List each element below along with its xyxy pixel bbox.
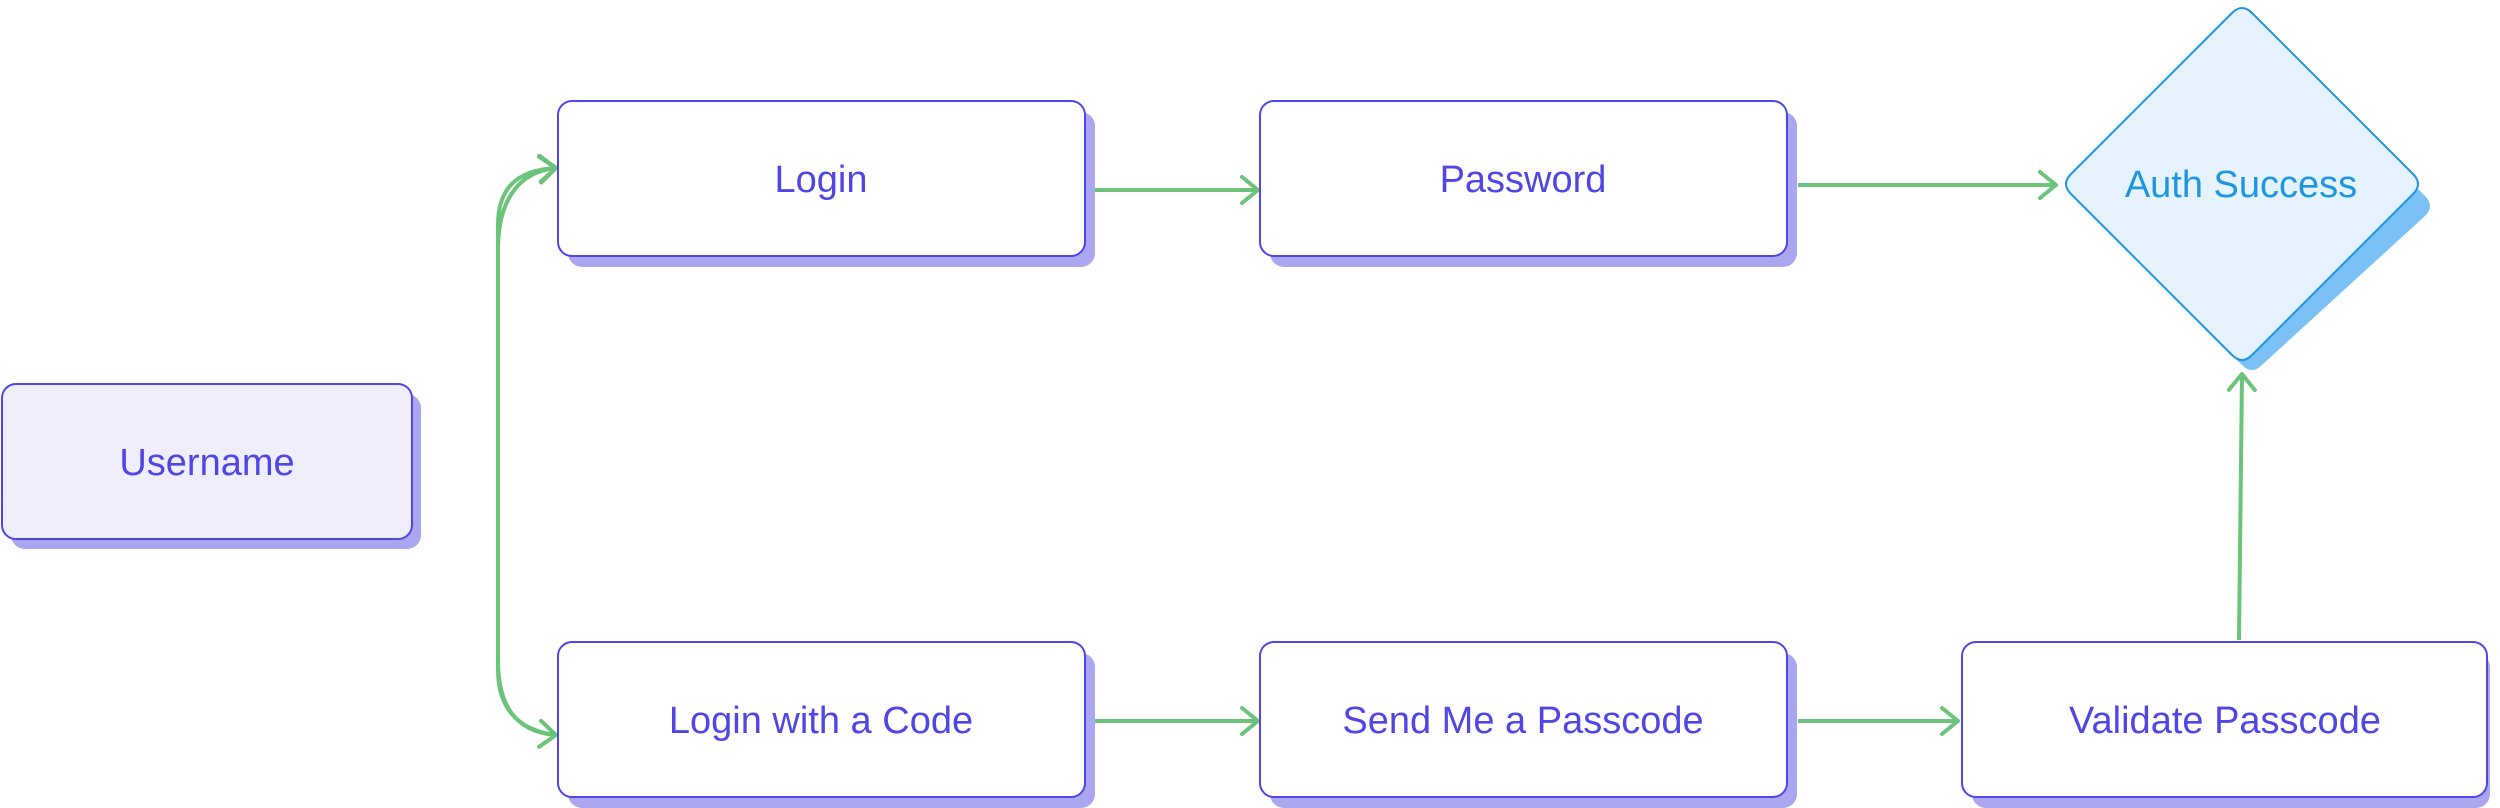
node-validate-passcode: Validate Passcode xyxy=(1961,641,2490,808)
edge-username-login-code-lower xyxy=(496,659,558,749)
node-validate-passcode-label: Validate Passcode xyxy=(2069,700,2381,742)
node-login: Login xyxy=(557,100,1095,267)
node-auth-success: Auth Success xyxy=(2065,7,2430,370)
node-password-label: Password xyxy=(1440,159,1607,201)
edges xyxy=(496,153,2257,749)
node-login-label: Login xyxy=(775,159,868,201)
edge-username-login-code xyxy=(496,153,558,737)
node-username-label: Username xyxy=(119,442,294,484)
edge-username-login xyxy=(496,154,558,251)
node-username: Username xyxy=(1,383,421,549)
node-auth-success-label: Auth Success xyxy=(2125,164,2357,206)
node-send-me-a-passcode-label: Send Me a Passcode xyxy=(1342,700,1703,742)
node-login-with-a-code: Login with a Code xyxy=(557,641,1095,808)
edge-validate-passcode-auth-success xyxy=(2226,372,2257,641)
node-password: Password xyxy=(1259,100,1797,267)
node-send-me-a-passcode: Send Me a Passcode xyxy=(1259,641,1797,808)
node-login-with-a-code-label: Login with a Code xyxy=(669,700,973,742)
